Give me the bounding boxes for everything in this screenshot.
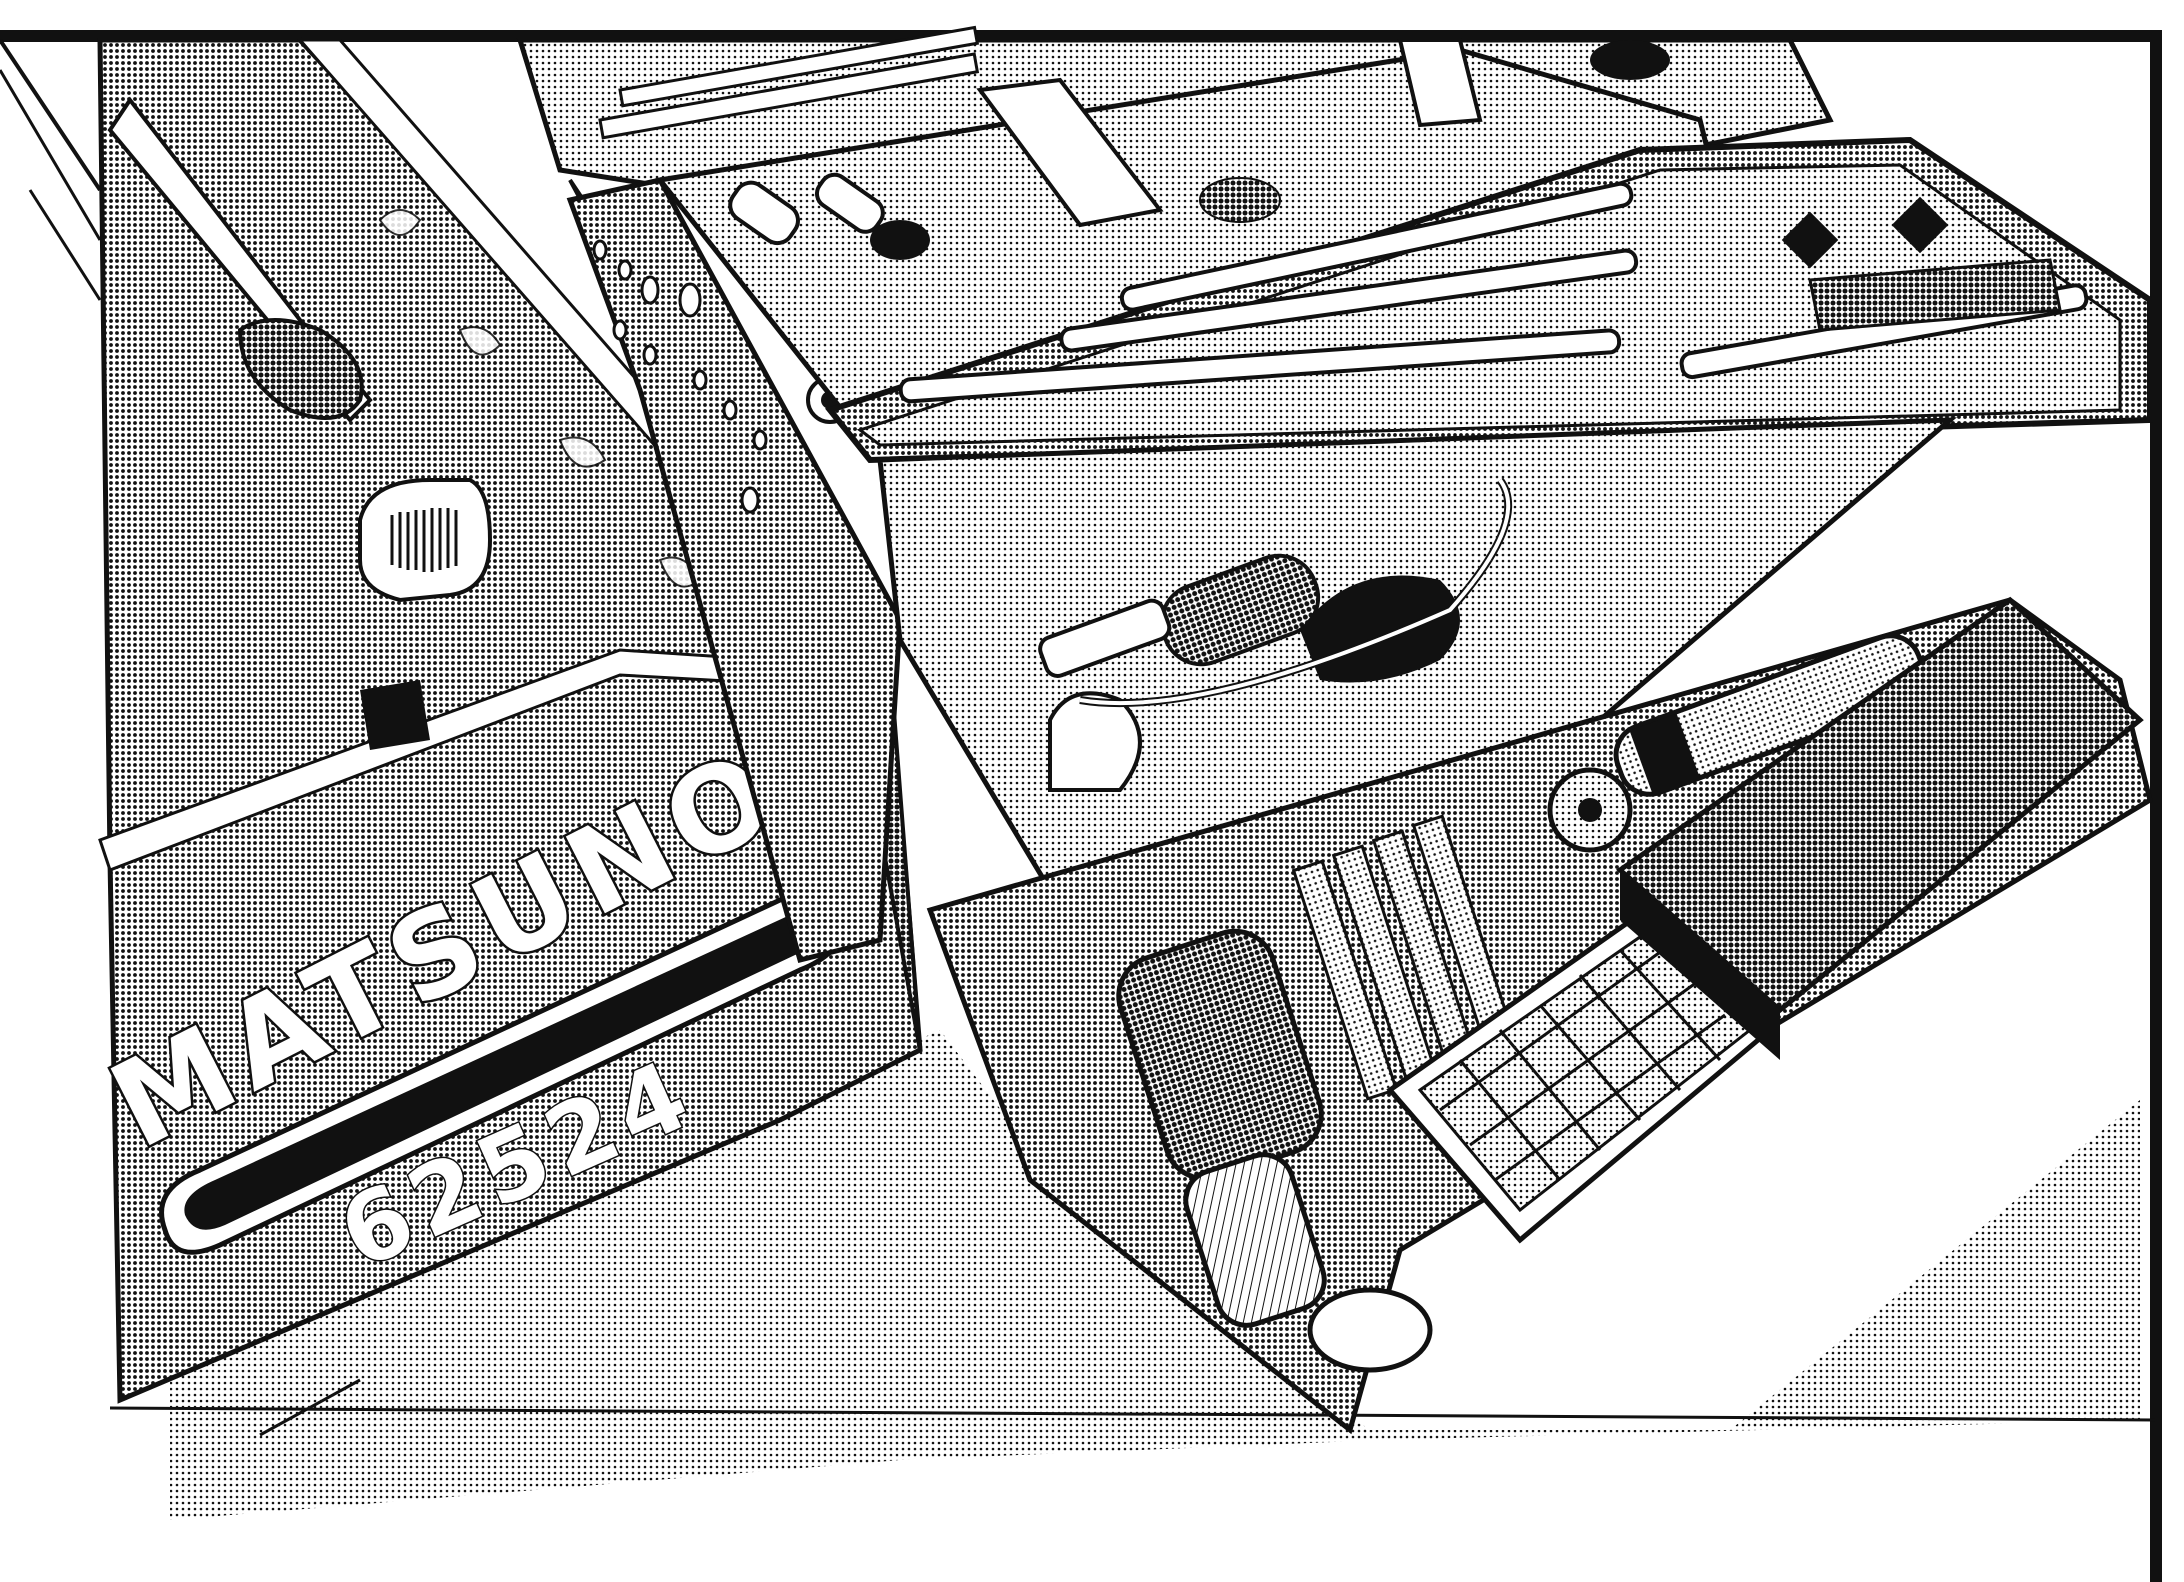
socket-icon (728, 172, 885, 246)
floor-shadow (109, 1030, 2157, 1520)
middle-tray (655, 38, 1724, 423)
bottom-tray (926, 596, 2153, 1435)
lid-handle-bracket (107, 96, 430, 750)
screwdriver-bin (877, 417, 1958, 944)
wrench-tray (824, 136, 2153, 464)
edge-lines (0, 38, 102, 301)
socket-organizer-grid (1386, 896, 1774, 1244)
lid-stencil-marks (378, 209, 702, 588)
ratchet-icon (1547, 633, 1927, 853)
barcode-label-icon (358, 478, 493, 603)
screwdriver-icon (1038, 553, 1321, 678)
socket-icon (1116, 928, 1433, 1373)
socket-row (1291, 814, 1519, 1101)
